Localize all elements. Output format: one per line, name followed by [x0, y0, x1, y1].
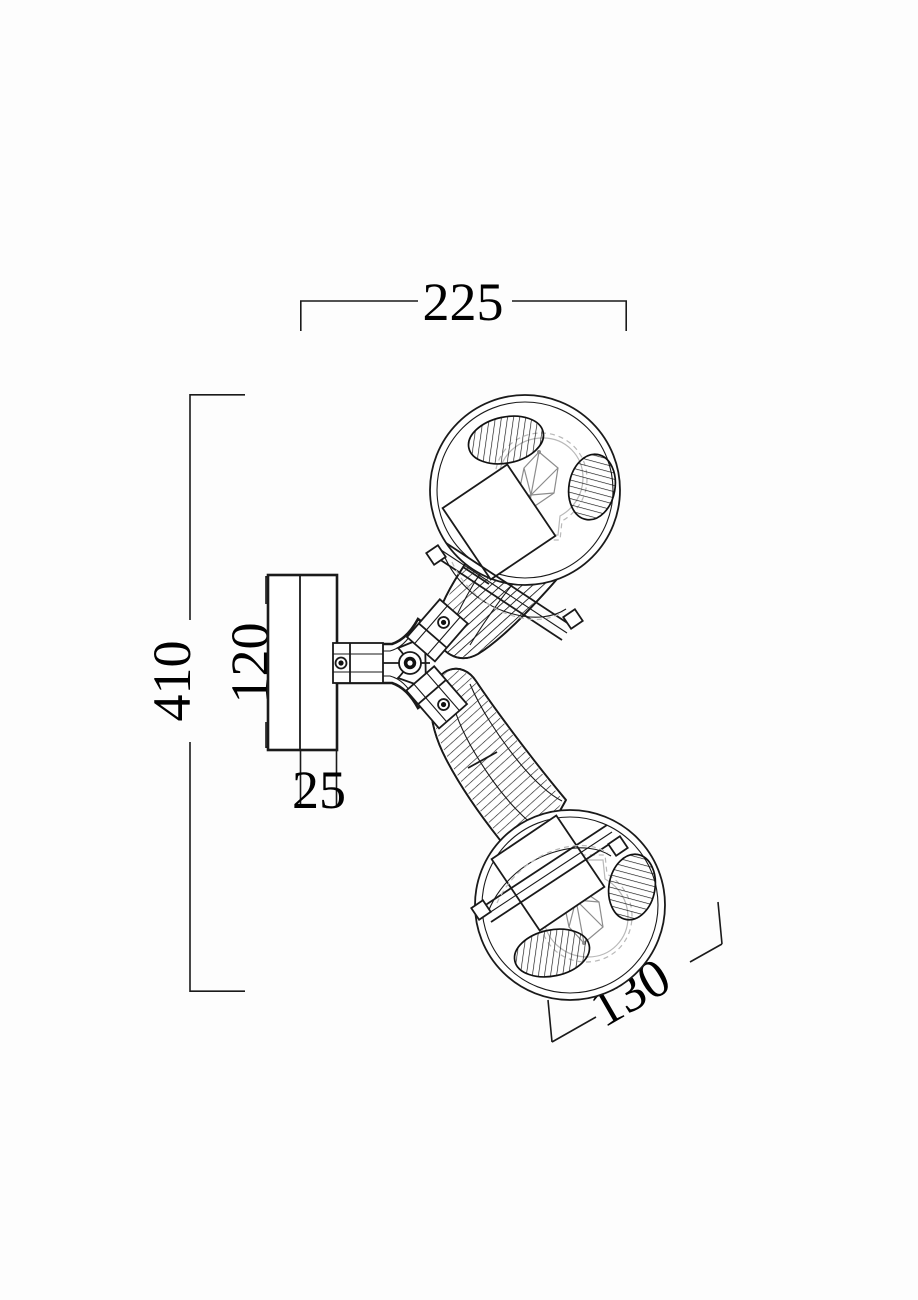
upper-globe-assembly — [425, 394, 621, 641]
upper-socket — [441, 463, 557, 581]
dimension-225-label: 225 — [423, 272, 504, 332]
lower-highlight-a — [607, 853, 657, 921]
upper-highlight-a — [467, 415, 545, 465]
upper-socket-collar — [435, 542, 573, 641]
dimension-25: 25 — [292, 750, 346, 820]
upper-highlight-b — [567, 453, 617, 521]
dimension-225: 225 — [299, 272, 628, 332]
dimension-410-label: 410 — [142, 641, 202, 722]
lower-highlight-b — [513, 928, 591, 978]
hub-upper-joint — [405, 598, 470, 663]
central-y-hub — [332, 598, 470, 730]
wall-mount-plate — [266, 573, 339, 752]
dimension-410: 410 — [142, 393, 245, 993]
hub-left-joint — [332, 642, 384, 684]
dimension-25-label: 25 — [292, 760, 346, 820]
lower-socket-collar — [480, 824, 618, 923]
hub-lower-joint — [404, 665, 469, 730]
lower-globe-assembly — [470, 809, 666, 1001]
